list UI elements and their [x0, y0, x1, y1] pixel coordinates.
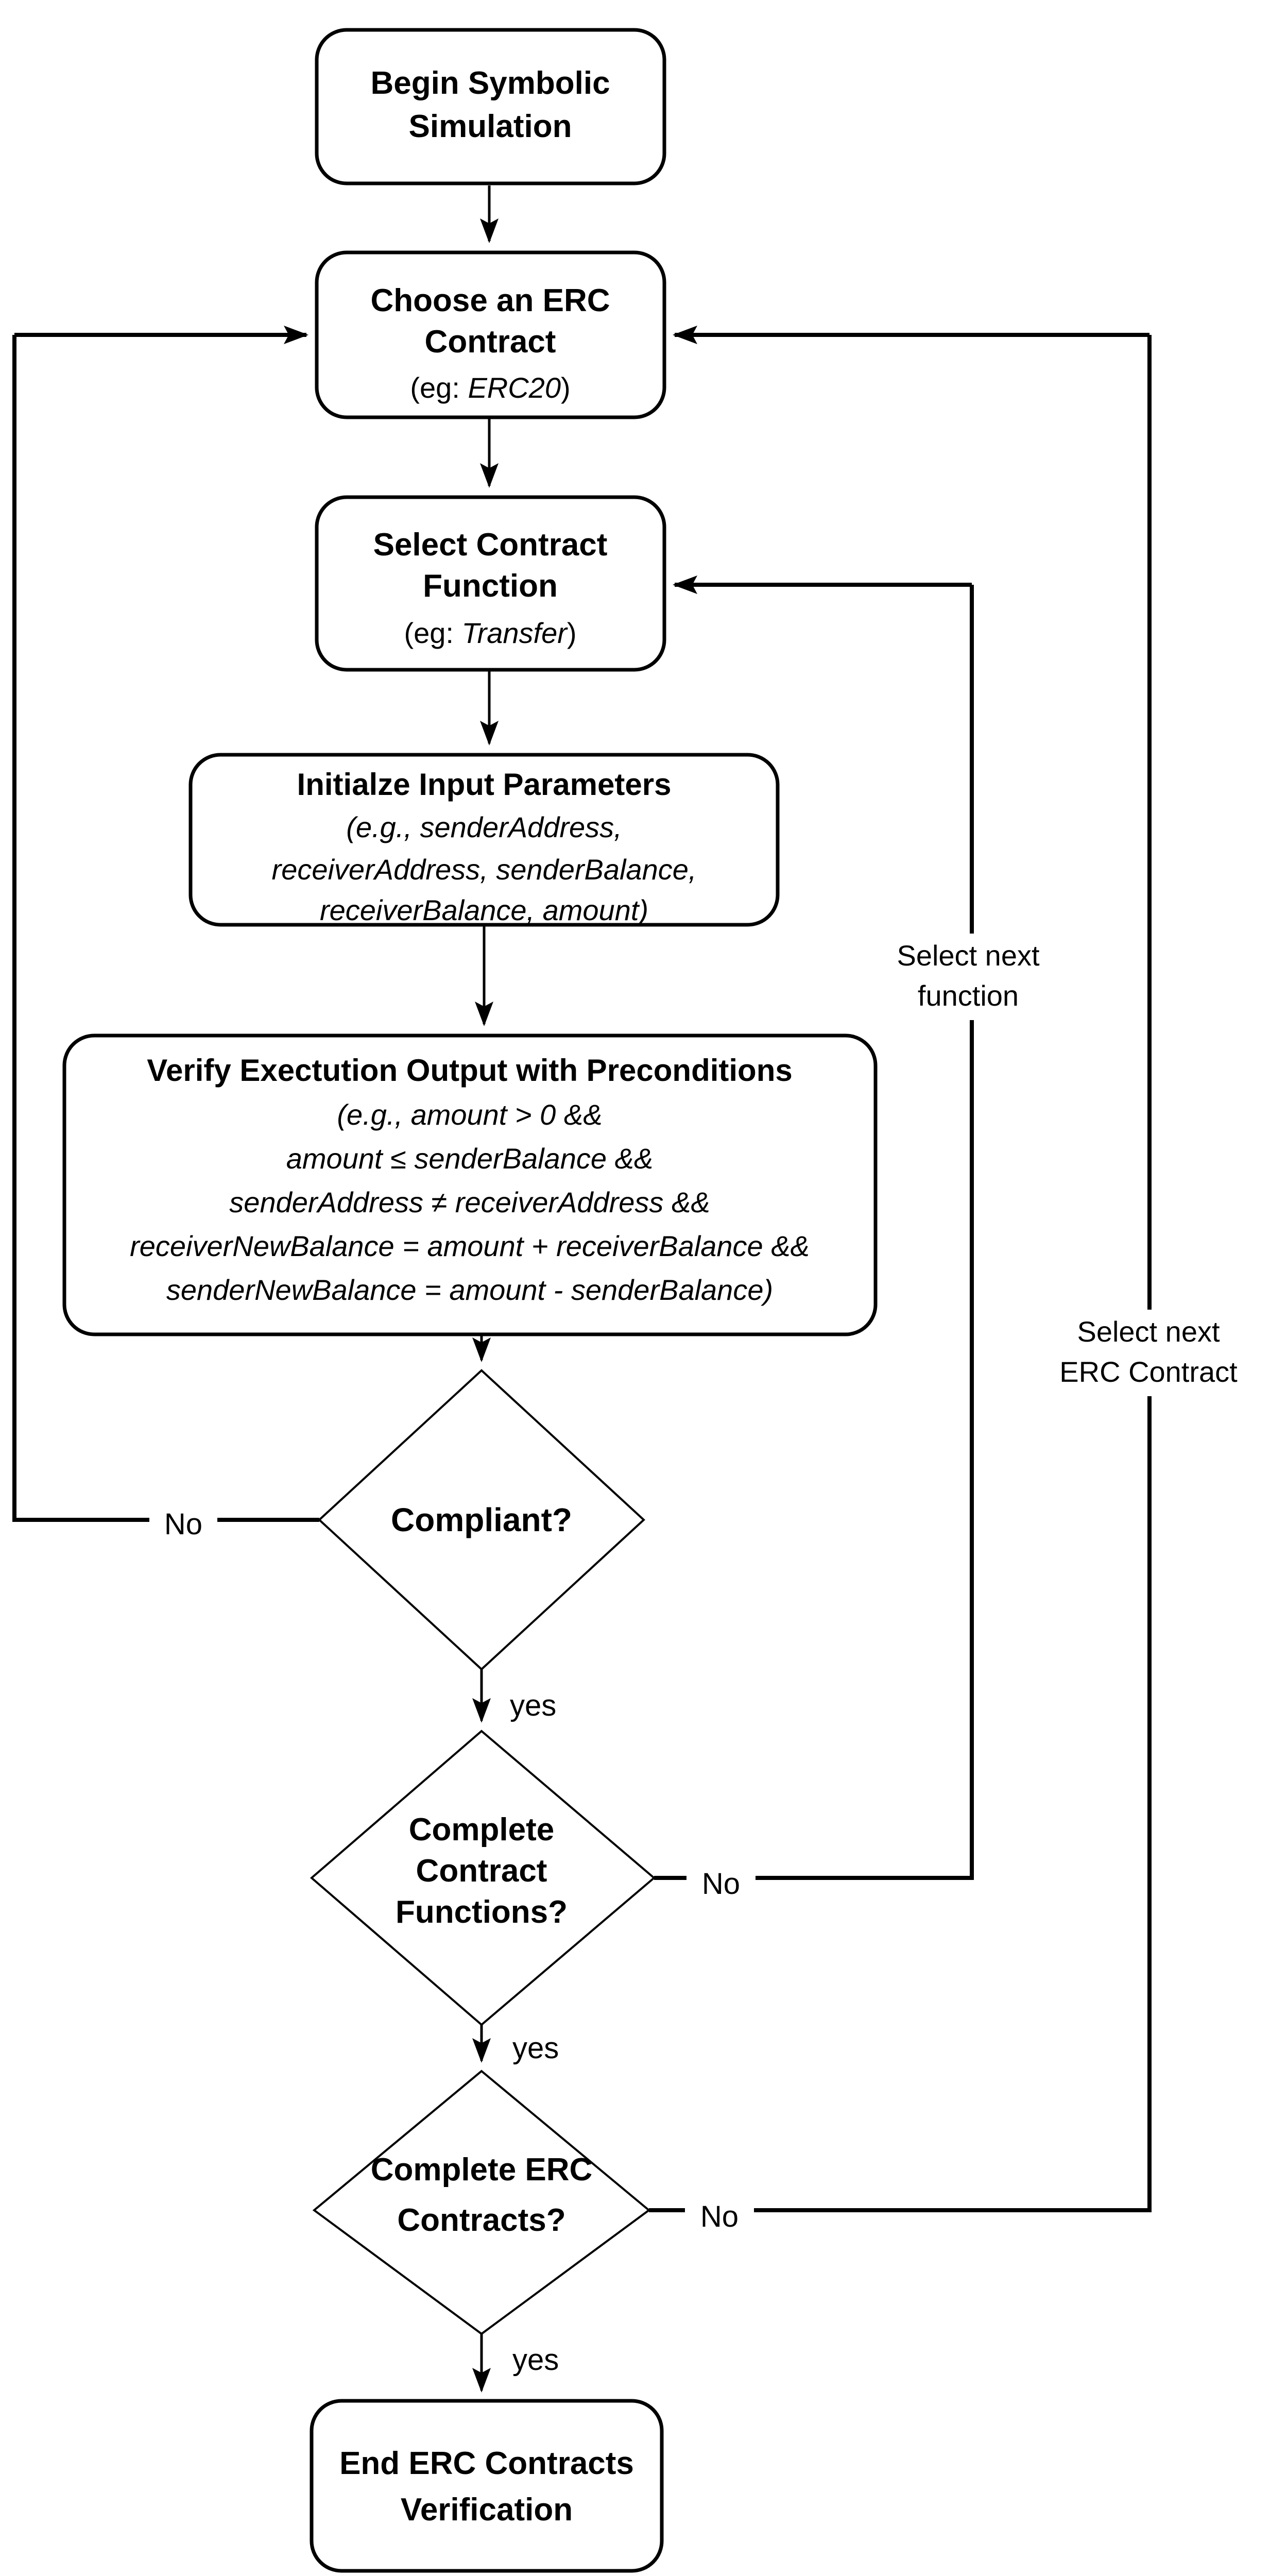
contracts-yes-label: yes	[512, 2343, 559, 2377]
select-label-example: (eg: Transfer)	[404, 617, 576, 649]
edge-compliant-no-loop	[12, 335, 319, 1522]
choose-label-line1: Choose an ERC	[370, 283, 610, 318]
verify-line-2: amount ≤ senderBalance &&	[286, 1142, 654, 1175]
compliant-yes-label: yes	[510, 1689, 556, 1722]
select-next-contract-line1: Select next	[1077, 1315, 1220, 1348]
select-label-line1: Select Contract	[373, 527, 608, 563]
verify-line-5: senderNewBalance = amount - senderBalanc…	[166, 1274, 773, 1306]
edge-contracts-no-loop	[649, 335, 1152, 2212]
node-initialize-input-parameters: Initialze Input Parameters (e.g., sender…	[188, 753, 780, 927]
begin-label-line1: Begin Symbolic	[370, 65, 610, 101]
verify-line-1: (e.g., amount > 0 &&	[337, 1098, 602, 1131]
select-next-function-line2: function	[918, 979, 1019, 1012]
select-next-function-label-bg	[850, 934, 1088, 1020]
complete-functions-line2: Contract	[416, 1853, 547, 1889]
node-complete-erc-contracts-decision: Complete ERC Contracts?	[312, 2070, 651, 2335]
end-label-line1: End ERC Contracts	[339, 2446, 634, 2481]
node-end-erc-contracts-verification: End ERC Contracts Verification	[310, 2399, 664, 2573]
complete-functions-line1: Complete	[409, 1812, 554, 1848]
node-verify-execution-output: Verify Exectution Output with Preconditi…	[62, 1033, 878, 1336]
init-line-1: (e.g., senderAddress,	[346, 811, 622, 843]
complete-contracts-diamond	[312, 2070, 651, 2335]
compliant-label: Compliant?	[391, 1501, 572, 1538]
choose-label-line2: Contract	[425, 324, 556, 360]
select-next-function-line1: Select next	[897, 939, 1039, 972]
select-next-contract-label-bg	[1033, 1310, 1266, 1396]
edge-label-select-next-erc-contract: Select next ERC Contract	[1033, 1310, 1266, 1396]
init-title: Initialze Input Parameters	[297, 767, 672, 802]
edge-label-select-next-function: Select next function	[850, 934, 1088, 1020]
edge-label-compliant-no: No	[149, 1495, 217, 1545]
node-choose-erc-contract: Choose an ERC Contract (eg: ERC20)	[315, 250, 666, 419]
functions-yes-label: yes	[512, 2031, 559, 2065]
node-begin-symbolic-simulation: Begin Symbolic Simulation	[315, 28, 666, 185]
end-box	[310, 2399, 664, 2573]
complete-functions-line3: Functions?	[396, 1894, 568, 1930]
verify-line-3: senderAddress ≠ receiverAddress &&	[229, 1186, 710, 1218]
choose-label-example: (eg: ERC20)	[410, 371, 570, 404]
init-box	[188, 753, 780, 927]
end-label-line2: Verification	[401, 2492, 573, 2528]
compliant-no-label-bg	[149, 1495, 217, 1545]
node-complete-contract-functions-decision: Complete Contract Functions?	[310, 1730, 656, 2026]
node-select-contract-function: Select Contract Function (eg: Transfer)	[315, 495, 666, 672]
select-label-line2: Function	[423, 568, 558, 604]
compliant-diamond	[318, 1369, 645, 1671]
contracts-no-label: No	[700, 2200, 739, 2233]
begin-label-line2: Simulation	[409, 109, 572, 144]
functions-no-label-bg	[687, 1855, 756, 1904]
edge-label-functions-no: No	[687, 1855, 756, 1904]
complete-functions-diamond	[310, 1730, 656, 2026]
init-line-2: receiverAddress, senderBalance,	[272, 853, 697, 886]
edge-label-contracts-no: No	[685, 2188, 754, 2237]
compliant-no-label: No	[164, 1507, 202, 1541]
begin-box	[315, 28, 666, 185]
functions-no-label: No	[702, 1867, 740, 1901]
verify-box	[62, 1033, 878, 1336]
select-box	[315, 495, 666, 672]
verify-title: Verify Exectution Output with Preconditi…	[147, 1053, 792, 1088]
contracts-no-label-bg	[685, 2188, 754, 2237]
verify-line-4: receiverNewBalance = amount + receiverBa…	[130, 1230, 810, 1262]
complete-contracts-line2: Contracts?	[397, 2202, 565, 2238]
complete-contracts-line1: Complete ERC	[371, 2152, 593, 2188]
node-compliant-decision: Compliant?	[318, 1369, 645, 1671]
select-next-contract-line2: ERC Contract	[1059, 1355, 1238, 1388]
choose-box	[315, 250, 666, 419]
init-line-3: receiverBalance, amount)	[320, 894, 648, 926]
